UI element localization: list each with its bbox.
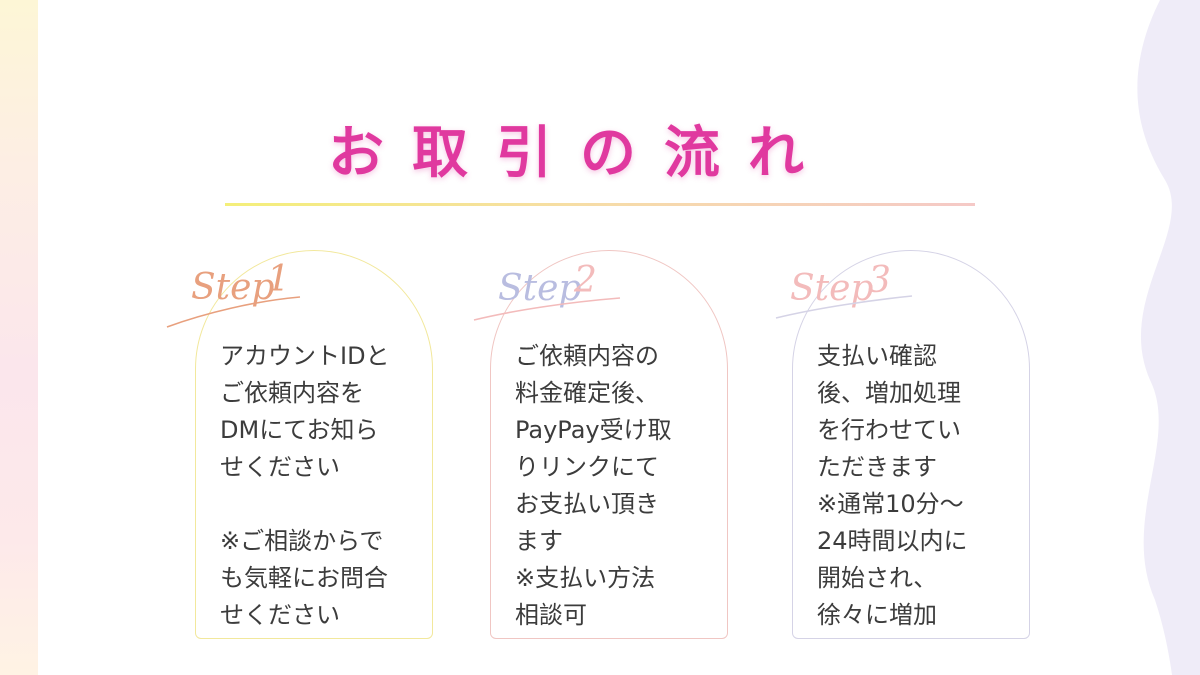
- left-accent-strip: [0, 0, 38, 675]
- step-card-1: アカウントIDと ご依頼内容を DMにてお知ら せください ※ご相談からで も気…: [195, 250, 433, 639]
- right-wave-decoration: [1137, 0, 1200, 675]
- step-2-word: Step: [498, 268, 581, 309]
- step-2-swash: [473, 297, 621, 321]
- step-1-number: 1: [267, 259, 290, 300]
- step-card-2: ご依頼内容の 料金確定後、 PayPay受け取 りリンクにて お支払い頂き ます…: [490, 250, 728, 639]
- step-3-body: 支払い確認 後、増加処理 を行わせてい ただきます ※通常10分〜 24時間以内…: [817, 342, 968, 629]
- step-1-body: アカウントIDと ご依頼内容を DMにてお知ら せください ※ご相談からで も気…: [220, 342, 390, 629]
- step-3-number: 3: [868, 260, 891, 301]
- step-1-swash: [166, 296, 301, 328]
- step-3-label: Step 3: [775, 260, 913, 319]
- step-card-3: 支払い確認 後、増加処理 を行わせてい ただきます ※通常10分〜 24時間以内…: [792, 250, 1030, 639]
- title-underline: [225, 203, 975, 206]
- step-2-body: ご依頼内容の 料金確定後、 PayPay受け取 りリンクにて お支払い頂き ます…: [515, 342, 672, 629]
- step-1-word: Step: [191, 267, 274, 308]
- page-title: お取引の流れ: [328, 121, 832, 186]
- step-1-label: Step 1: [166, 259, 301, 328]
- step-2-label: Step 2: [473, 260, 621, 321]
- step-2-number: 2: [573, 260, 597, 301]
- step-3-swash: [775, 295, 913, 319]
